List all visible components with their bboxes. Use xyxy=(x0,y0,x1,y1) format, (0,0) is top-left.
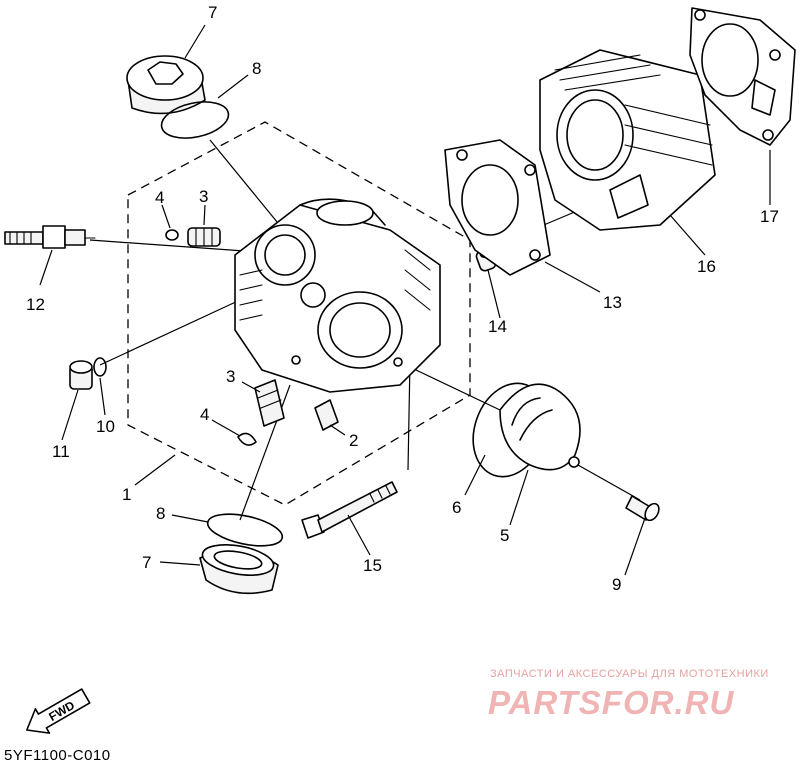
callout-8-lower: 8 xyxy=(156,504,165,523)
clip-lower xyxy=(237,432,257,446)
callout-16: 16 xyxy=(697,257,716,276)
cylinder-block xyxy=(539,49,716,231)
cylinder-head xyxy=(234,198,441,393)
spark-plug xyxy=(4,225,96,249)
callout-11: 11 xyxy=(52,442,70,461)
callout-leaders xyxy=(39,24,771,576)
callout-2: 2 xyxy=(349,431,358,450)
washer-left xyxy=(93,357,107,377)
callout-9: 9 xyxy=(612,575,621,594)
callout-12: 12 xyxy=(26,295,45,314)
callout-1: 1 xyxy=(122,485,131,504)
washer-top xyxy=(165,229,179,241)
stud-lower xyxy=(254,379,285,427)
callout-7-top: 7 xyxy=(208,3,217,22)
callout-15: 15 xyxy=(363,556,382,575)
callout-13: 13 xyxy=(603,293,622,312)
base-gasket xyxy=(444,139,551,276)
callout-10: 10 xyxy=(96,417,115,436)
fwd-arrow: FWD xyxy=(26,688,91,734)
long-bolt xyxy=(301,481,398,539)
assembly-boundary xyxy=(127,121,471,506)
o-ring-top xyxy=(160,101,230,139)
callout-3-lower: 3 xyxy=(226,367,235,386)
filler-cap-top xyxy=(126,55,206,115)
stud-top xyxy=(187,227,221,247)
watermark-tagline: ЗАПЧАСТИ И АКСЕССУАРЫ ДЛЯ МОТОТЕХНИКИ xyxy=(490,668,769,680)
callout-5: 5 xyxy=(500,526,509,545)
callout-14: 14 xyxy=(488,317,507,336)
callout-4-top: 4 xyxy=(155,188,164,207)
callout-6: 6 xyxy=(452,498,461,517)
callout-3-top: 3 xyxy=(199,187,208,206)
drain-bolt xyxy=(69,360,93,390)
dowel-pin xyxy=(314,399,339,431)
watermark-logo: PARTSFOR.RU xyxy=(488,684,735,721)
cover-bolt xyxy=(625,495,660,522)
drawing-code: 5YF1100-C010 xyxy=(4,747,111,764)
head-gasket xyxy=(689,7,796,146)
filler-cap-lower xyxy=(199,544,279,595)
side-cover xyxy=(499,383,581,471)
callout-17: 17 xyxy=(760,207,779,226)
callout-7-lower: 7 xyxy=(142,553,151,572)
callout-4-lower: 4 xyxy=(200,405,209,424)
callout-8-top: 8 xyxy=(252,59,261,78)
